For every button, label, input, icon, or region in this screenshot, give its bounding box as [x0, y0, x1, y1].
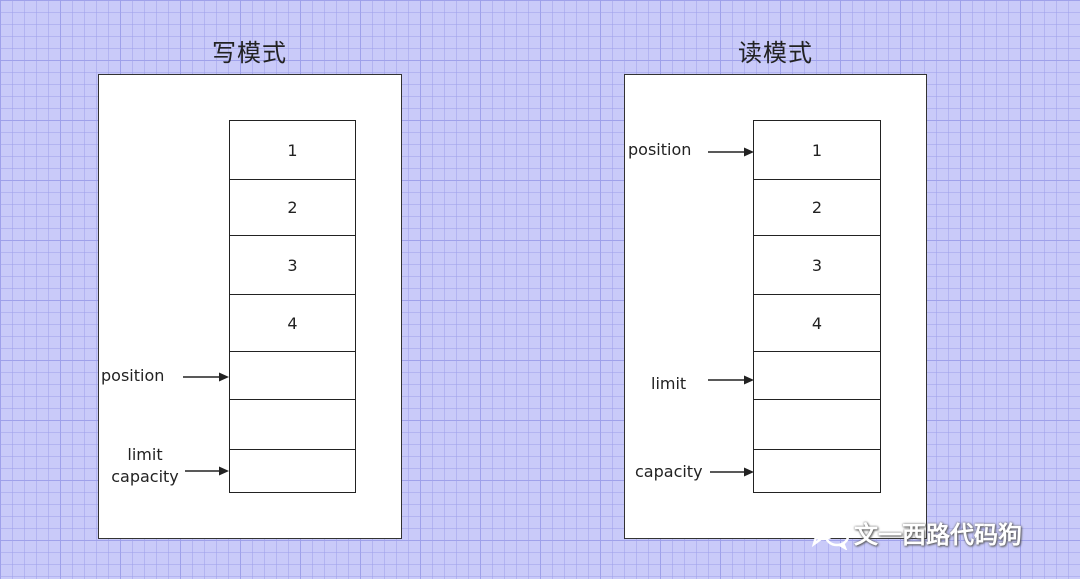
write-mode-position-arrow — [183, 372, 229, 382]
read-mode-cell-4: 4 — [754, 294, 880, 351]
read-mode-capacity-arrow — [710, 467, 754, 477]
read-mode-capacity-label: capacity — [635, 462, 703, 481]
read-mode-cell-2: 2 — [754, 179, 880, 235]
read-mode-cell-5 — [754, 351, 880, 399]
write-mode-limit-label: limit — [127, 445, 163, 464]
write-mode-limit-capacity-label: limit capacity — [108, 444, 182, 488]
write-mode-position-label: position — [101, 366, 165, 385]
write-mode-buffer: 1 2 3 4 — [229, 120, 356, 493]
write-mode-cell-4: 4 — [230, 294, 355, 351]
write-mode-cell-3: 3 — [230, 235, 355, 294]
read-mode-limit-arrow — [708, 375, 754, 385]
write-mode-limit-capacity-arrow — [185, 466, 229, 476]
read-mode-cell-7 — [754, 449, 880, 492]
read-mode-cell-6 — [754, 399, 880, 449]
read-mode-limit-label: limit — [651, 374, 687, 393]
write-mode-cell-5 — [230, 351, 355, 399]
watermark: 文一西路代码狗 — [808, 512, 1022, 552]
write-mode-cell-2: 2 — [230, 179, 355, 235]
wechat-icon — [808, 515, 850, 550]
read-mode-position-arrow — [708, 147, 754, 157]
read-mode-buffer: 1 2 3 4 — [753, 120, 881, 493]
write-mode-cell-1: 1 — [287, 140, 298, 160]
write-mode-title: 写模式 — [212, 39, 287, 67]
write-mode-cell-7 — [230, 449, 355, 492]
write-mode-cell-6 — [230, 399, 355, 449]
watermark-text: 文一西路代码狗 — [854, 520, 1022, 549]
read-mode-cell-3: 3 — [754, 235, 880, 294]
read-mode-position-label: position — [628, 140, 692, 159]
write-mode-capacity-label: capacity — [111, 467, 179, 486]
read-mode-title: 读模式 — [738, 39, 813, 67]
read-mode-cell-1: 1 — [811, 140, 823, 160]
